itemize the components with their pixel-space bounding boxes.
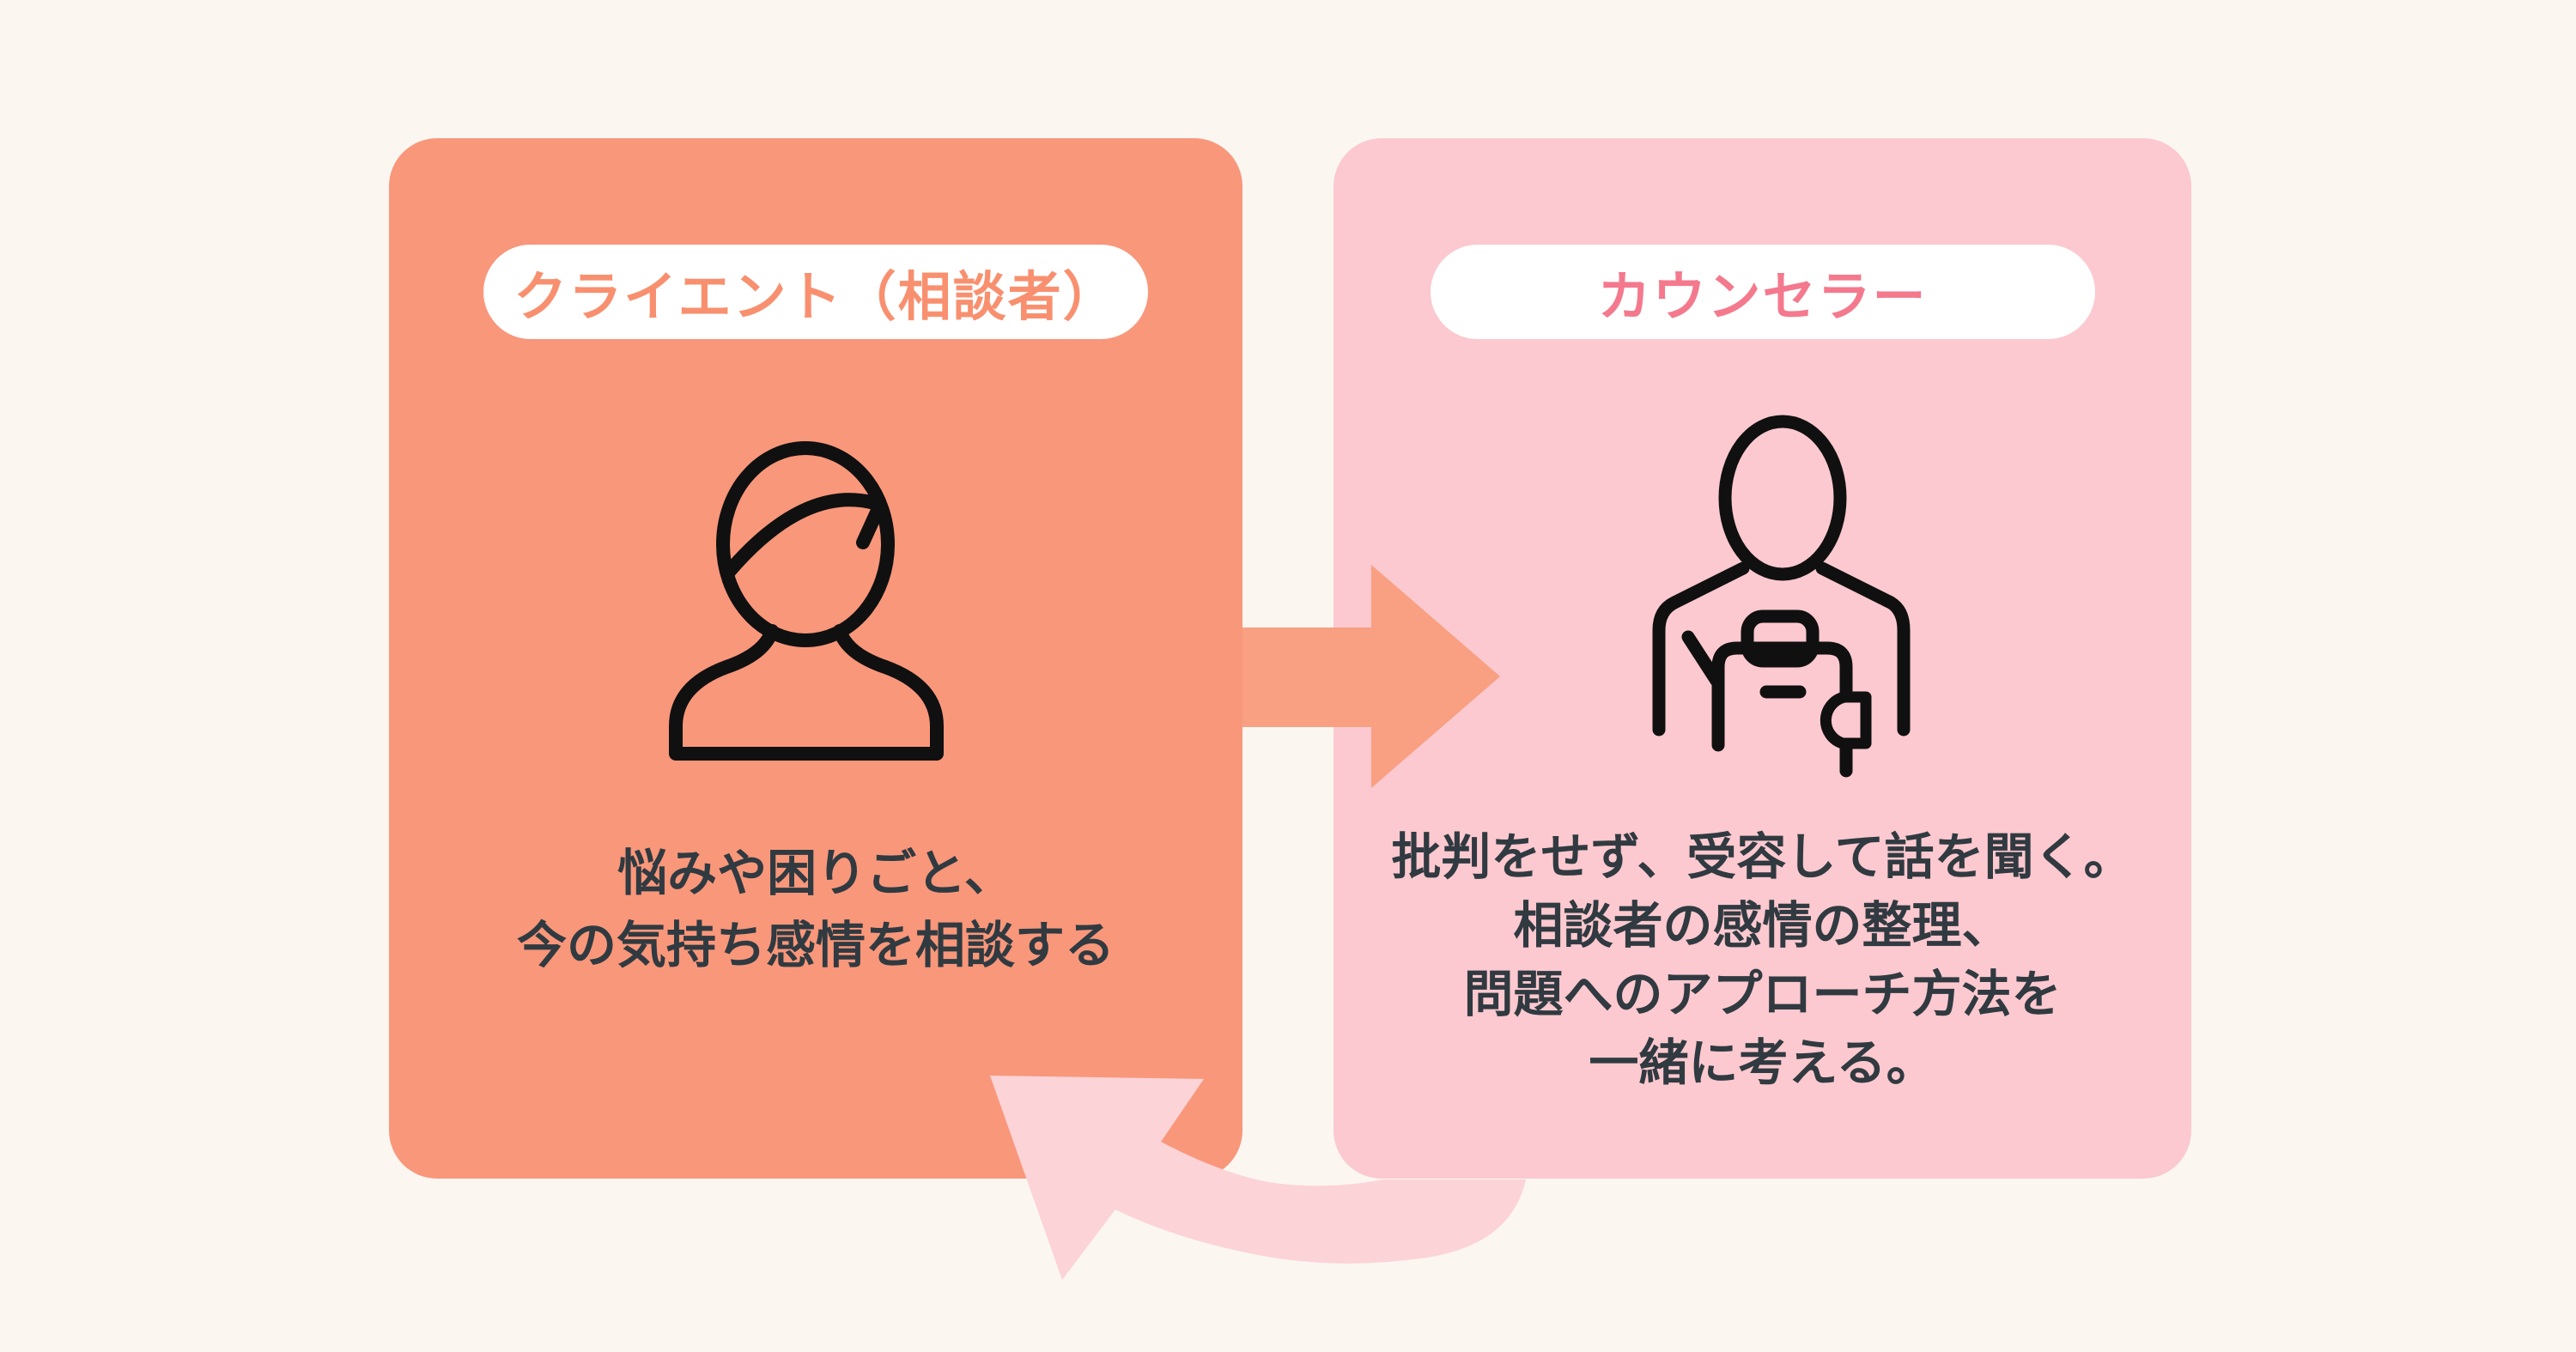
description-line: 相談者の感情の整理、 xyxy=(1513,898,2012,954)
description-line: 悩みや困りごと、 xyxy=(617,846,1014,901)
counselor-card-title: カウンセラー xyxy=(1597,268,1928,327)
client-card: クライエント（相談者） 悩みや困りごと、 今の気持ち感情を相談する xyxy=(389,138,1242,1179)
client-card-title-pill: クライエント（相談者） xyxy=(483,245,1148,339)
counselor-card: カウンセラー 批判をせず、受容して話を聞く。 相談者の感情の整理、 問題へのアプ… xyxy=(1334,138,2191,1179)
client-card-description: 悩みや困りごと、 今の気持ち感情を相談する xyxy=(389,838,1242,982)
description-line: 一緒に考える。 xyxy=(1589,1035,1936,1091)
description-line: 今の気持ち感情を相談する xyxy=(516,918,1115,973)
counselor-card-title-pill: カウンセラー xyxy=(1430,245,2095,339)
counselor-card-description: 批判をせず、受容して話を聞く。 相談者の感情の整理、 問題へのアプローチ方法を … xyxy=(1334,823,2191,1098)
description-line: 批判をせず、受容して話を聞く。 xyxy=(1391,829,2134,885)
description-line: 問題へのアプローチ方法を xyxy=(1463,967,2062,1022)
client-card-title: クライエント（相談者） xyxy=(513,268,1118,327)
